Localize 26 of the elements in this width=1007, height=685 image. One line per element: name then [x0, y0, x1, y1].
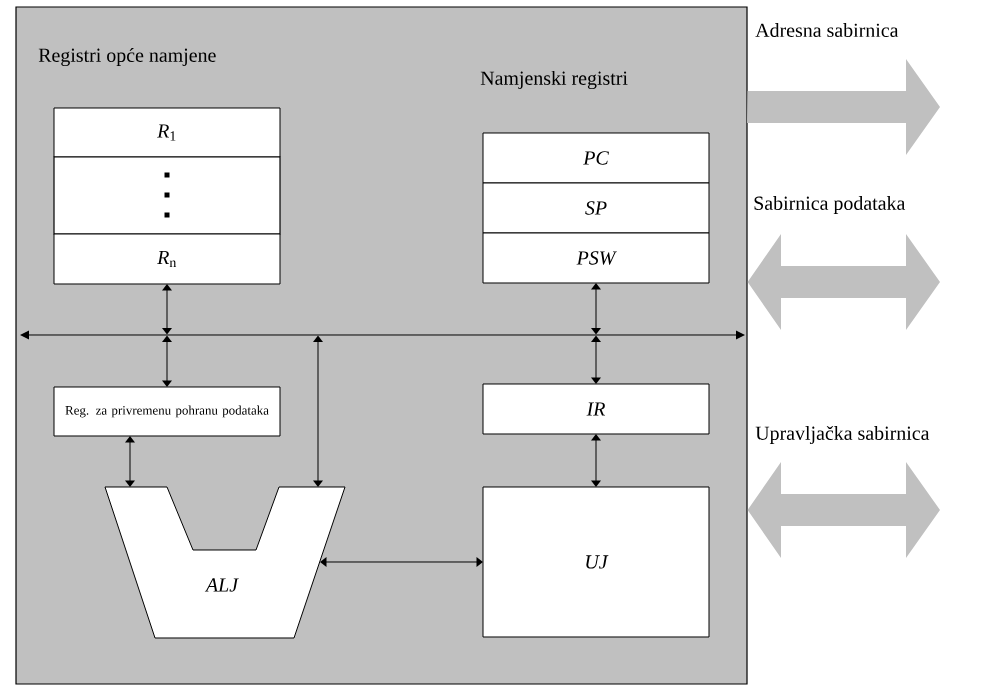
register-box: IR	[482, 383, 710, 435]
bus-arrow	[747, 462, 940, 558]
arrow	[591, 434, 601, 487]
arrow	[591, 283, 601, 335]
arrow	[591, 335, 601, 384]
register-box: SP	[482, 182, 710, 234]
register-box: R$_{1}$	[53, 107, 281, 158]
register-box: PSW	[482, 232, 710, 284]
bus-arrow	[747, 59, 940, 155]
register-box: Reg. za privremenu pohranu podataka	[53, 386, 281, 437]
bus-line	[20, 330, 745, 340]
heading: Namjenski registri	[480, 70, 628, 90]
bus-label: Sabirnica podataka	[754, 195, 906, 214]
bus-arrow	[747, 234, 940, 330]
register-box	[53, 156, 281, 235]
control-unit-box: UJ	[482, 486, 710, 638]
arrow	[162, 335, 172, 387]
arrow	[320, 557, 483, 567]
heading: Registri opće namjene	[38, 47, 216, 67]
arrow	[313, 335, 323, 487]
bus-label: Adresna sabirnica	[755, 23, 899, 37]
arrow	[162, 284, 172, 335]
register-box: R$_{n}$	[53, 233, 281, 285]
arrow	[125, 436, 135, 487]
register-box: PC	[482, 132, 710, 184]
bus-label: Upravljačka sabirnica	[755, 425, 930, 445]
